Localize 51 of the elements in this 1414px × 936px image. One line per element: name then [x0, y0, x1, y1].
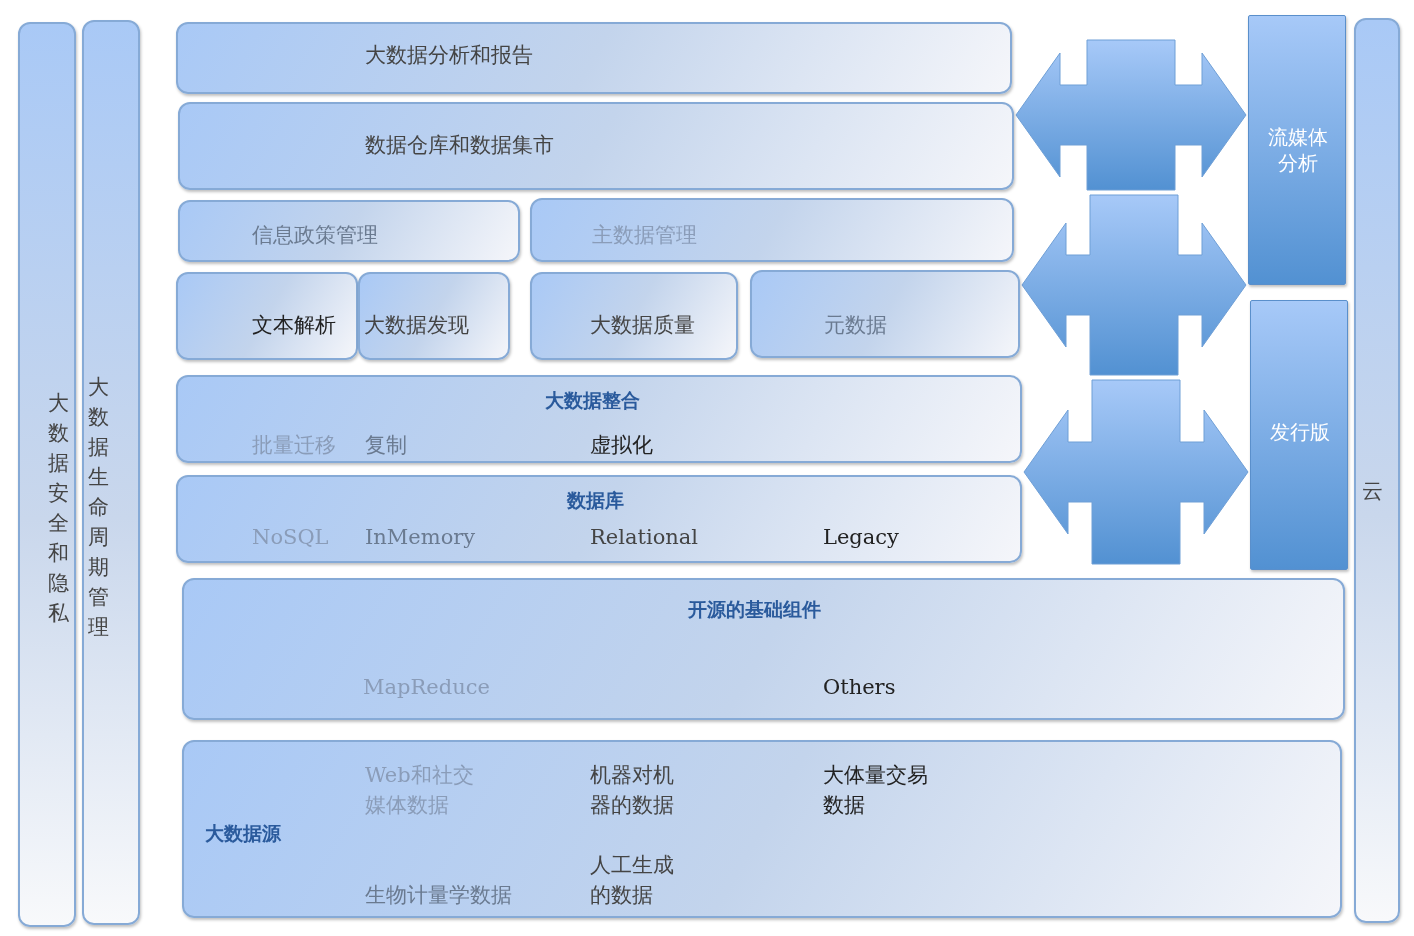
component-box	[1250, 300, 1348, 570]
layer-label: 元数据	[824, 312, 887, 339]
side-bar	[18, 22, 76, 927]
layer-box	[176, 375, 1022, 463]
layer-label: 人工生成的数据	[590, 852, 675, 909]
double-arrow	[1023, 379, 1249, 565]
layer-label: 大数据生命周期管理	[88, 374, 110, 641]
layer-label: 云	[1362, 478, 1384, 505]
layer-label: Legacy	[823, 524, 899, 551]
layer-label: MapReduce	[363, 674, 490, 701]
layer-label: 批量迁移	[252, 432, 336, 459]
layer-label: 大体量交易数据	[823, 762, 929, 819]
layer-box	[750, 270, 1020, 358]
layer-label: 大数据安全和隐私	[48, 390, 70, 627]
component-box	[1248, 15, 1346, 285]
layer-box	[176, 272, 358, 360]
side-bar	[1354, 18, 1400, 923]
layer-label: 机器对机器的数据	[590, 762, 675, 819]
layer-box	[178, 102, 1014, 190]
side-bar	[82, 20, 140, 925]
layer-label: 流媒体分析	[1267, 124, 1329, 176]
layer-label: 复制	[365, 432, 407, 459]
layer-heading: 大数据源	[205, 821, 281, 846]
layer-label: 数据仓库和数据集市	[365, 132, 554, 159]
layer-label: 主数据管理	[592, 222, 697, 249]
layer-label: Web和社交媒体数据	[365, 762, 475, 819]
layer-label: 大数据分析和报告	[365, 42, 533, 69]
layer-label: 大数据发现	[364, 312, 469, 339]
layer-box	[358, 272, 510, 360]
layer-label: NoSQL	[252, 524, 329, 551]
layer-box	[530, 272, 738, 360]
layer-label: InMemory	[365, 524, 476, 551]
layer-label: 信息政策管理	[252, 222, 378, 249]
double-arrow	[1015, 39, 1247, 191]
layer-label: 生物计量学数据	[365, 882, 512, 909]
layer-box	[182, 578, 1345, 720]
double-arrow	[1021, 194, 1247, 376]
layer-box	[176, 475, 1022, 563]
layer-heading: 开源的基础组件	[688, 597, 821, 622]
layer-label: 文本解析	[252, 312, 336, 339]
layer-box	[178, 200, 520, 262]
layer-label: 虚拟化	[590, 432, 653, 459]
layer-box	[176, 22, 1012, 94]
layer-label: 大数据质量	[590, 312, 695, 339]
layer-box	[530, 198, 1014, 262]
layer-heading: 数据库	[567, 488, 624, 513]
layer-label: 发行版	[1269, 419, 1331, 445]
layer-box	[182, 740, 1342, 918]
layer-label: Others	[823, 674, 896, 701]
layer-label: Relational	[590, 524, 699, 551]
layer-heading: 大数据整合	[545, 388, 640, 413]
